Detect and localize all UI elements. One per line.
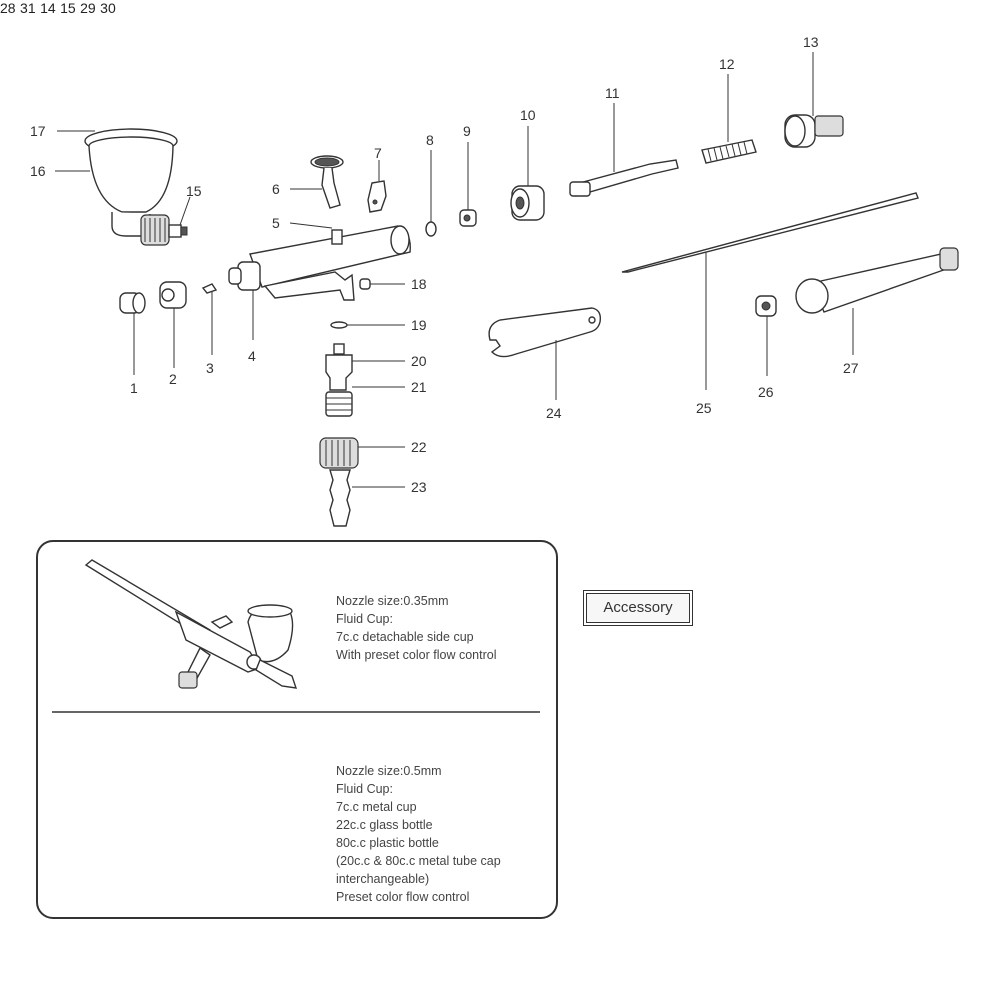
- callout-15: 15: [186, 183, 202, 199]
- callout-9: 9: [463, 123, 471, 139]
- callout-25: 25: [696, 400, 712, 416]
- model-b-spec-line: 80c.c plastic bottle: [336, 836, 439, 850]
- model-a-spec-line: Fluid Cup:: [336, 612, 393, 626]
- accessory-callout-31: 31: [20, 0, 36, 16]
- callout-27: 27: [843, 360, 859, 376]
- callout-5: 5: [272, 215, 280, 231]
- callout-7: 7: [374, 145, 382, 161]
- accessory-callout-14: 14: [40, 0, 56, 16]
- callout-26: 26: [758, 384, 774, 400]
- model-b-spec-line: (20c.c & 80c.c metal tube cap: [336, 854, 501, 868]
- accessory-callout-15: 15: [60, 0, 76, 16]
- part-19-o-ring: [330, 321, 348, 329]
- model-a-specs: Nozzle size:0.35mm Fluid Cup: 7c.c detac…: [336, 592, 496, 664]
- part-12-spring: [701, 139, 757, 164]
- part-6-trigger: [310, 155, 344, 209]
- callout-6: 6: [272, 181, 280, 197]
- part-1-nozzle-cap: [119, 292, 146, 314]
- airbrush-model-a-illustration: [84, 559, 298, 689]
- part-25-needle: [621, 192, 919, 273]
- callout-11: 11: [605, 85, 620, 101]
- part-8-washer: [425, 221, 437, 237]
- callout-1: 1: [130, 380, 138, 396]
- callout-2: 2: [169, 371, 177, 387]
- part-10-needle-guide: [510, 185, 545, 221]
- accessory-washer-14: 14 15 29 30 Nozzle size:0.35mm Fluid Cup…: [40, 0, 693, 904]
- part-13-spring-guide: [784, 114, 844, 148]
- model-b-spec-line: Fluid Cup:: [336, 782, 393, 796]
- callout-24: 24: [546, 405, 562, 421]
- model-b-spec-line: 7c.c metal cup: [336, 800, 417, 814]
- part-20-21-air-valve: [325, 343, 353, 417]
- accessory-callout-30: 30: [100, 0, 116, 16]
- models-panel: [36, 540, 558, 919]
- callout-17: 17: [30, 123, 46, 139]
- model-a-spec-line: 7c.c detachable side cup: [336, 630, 474, 644]
- callout-13: 13: [803, 34, 819, 50]
- model-b-spec-line: 22c.c glass bottle: [336, 818, 433, 832]
- accessory-callout-29: 29: [80, 0, 96, 16]
- callout-20: 20: [411, 353, 427, 369]
- part-4-airbrush-body: [228, 225, 411, 301]
- callout-8: 8: [426, 132, 434, 148]
- part-2-nozzle-body: [159, 281, 187, 309]
- accessory-title: Accessory: [583, 590, 693, 626]
- part-7-lever: [367, 180, 387, 213]
- callout-10: 10: [520, 107, 536, 123]
- part-16-17-side-cup: [84, 128, 188, 246]
- model-b-specs: Nozzle size:0.5mm Fluid Cup: 7c.c metal …: [336, 762, 501, 906]
- part-11-chucking-guide: [569, 159, 679, 197]
- callout-16: 16: [30, 163, 46, 179]
- model-b-spec-line: interchangeable): [336, 872, 430, 886]
- part-9-packing-nut: [459, 209, 477, 227]
- callout-22: 22: [411, 439, 427, 455]
- model-a-spec-line: Nozzle size:0.35mm: [336, 594, 449, 608]
- part-24-wrench: [488, 307, 602, 358]
- accessory-callout-28: 28: [0, 0, 16, 16]
- callout-12: 12: [719, 56, 735, 72]
- callout-3: 3: [206, 360, 214, 376]
- accessory-panel: 28 31 14 15 29 30 Nozzle size:0.35mm Flu…: [0, 0, 693, 904]
- model-a-spec-line: With preset color flow control: [336, 648, 497, 662]
- part-18-screw: [359, 278, 371, 290]
- model-b-spec-line: Preset color flow control: [336, 890, 470, 904]
- callout-18: 18: [411, 276, 427, 292]
- part-27-handle: [795, 247, 959, 314]
- callout-23: 23: [411, 479, 427, 495]
- model-b-spec-line: Nozzle size:0.5mm: [336, 764, 442, 778]
- part-3-nozzle: [201, 283, 218, 294]
- callout-19: 19: [411, 317, 427, 333]
- callout-21: 21: [411, 379, 427, 395]
- callout-4: 4: [248, 348, 256, 364]
- part-26-nut: [755, 295, 777, 317]
- part-22-23-hose-fitting: [319, 437, 359, 527]
